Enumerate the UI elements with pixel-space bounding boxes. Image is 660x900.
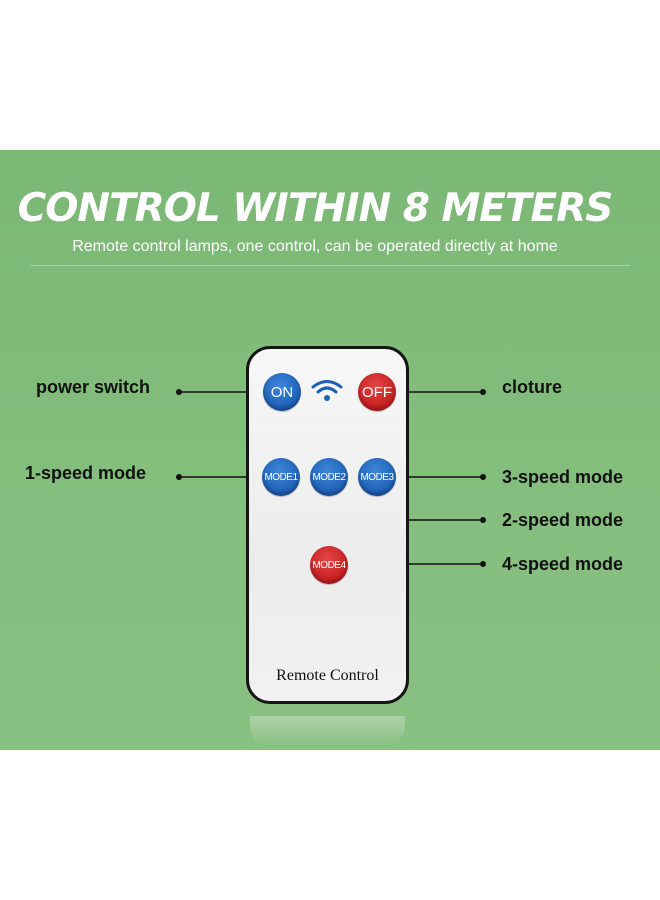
label-1-speed-mode: 1-speed mode — [25, 463, 147, 483]
dot-speed1 — [176, 474, 182, 480]
label-power-switch: power switch — [36, 377, 151, 397]
dot-speed2 — [480, 517, 486, 523]
mode2-button[interactable]: MODE2 — [310, 458, 348, 496]
label-4-speed-mode: 4-speed mode — [502, 554, 624, 574]
product-panel: CONTROL WITHIN 8 METERS Remote control l… — [0, 150, 660, 750]
remote-reflection — [250, 716, 405, 746]
divider — [30, 265, 630, 266]
off-button[interactable]: OFF — [358, 373, 396, 411]
subheadline: Remote control lamps, one control, can b… — [72, 238, 558, 255]
on-button[interactable]: ON — [263, 373, 301, 411]
headline: CONTROL WITHIN 8 METERS — [17, 186, 614, 231]
dot-speed4 — [480, 561, 486, 567]
mode4-button[interactable]: MODE4 — [310, 546, 348, 584]
dot-cloture — [480, 389, 486, 395]
mode3-button[interactable]: MODE3 — [358, 458, 396, 496]
dot-speed3 — [480, 474, 486, 480]
dot-power-switch — [176, 389, 182, 395]
label-3-speed-mode: 3-speed mode — [502, 467, 624, 487]
mode1-button[interactable]: MODE1 — [262, 458, 300, 496]
label-cloture: cloture — [502, 377, 563, 397]
wifi-signal-icon — [311, 380, 343, 401]
label-2-speed-mode: 2-speed mode — [502, 510, 624, 530]
remote-brand-text: Remote Control — [276, 667, 379, 684]
